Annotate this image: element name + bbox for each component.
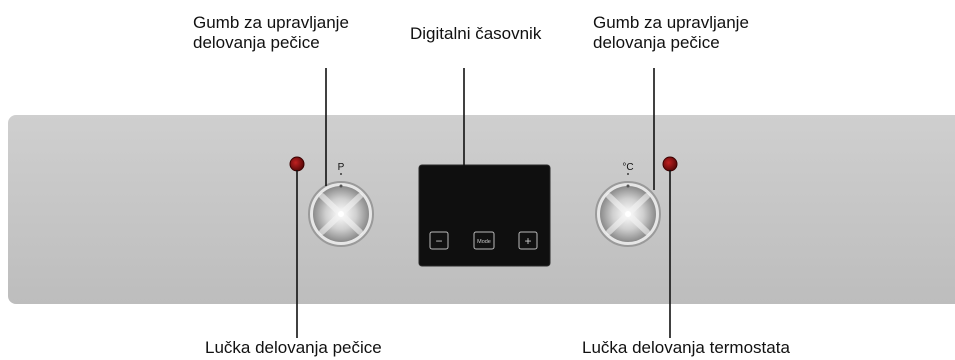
label-right-knob-line1: Gumb za upravljanje	[593, 13, 749, 32]
label-timer: Digitalni časovnik	[410, 24, 542, 43]
left-knob-symbol: P	[338, 162, 345, 173]
left-indicator-lamp	[289, 156, 305, 172]
timer-mode-button[interactable]: Mode	[473, 231, 495, 250]
timer-minus-button[interactable]: −	[429, 231, 449, 250]
right-knob-symbol: °C	[622, 162, 633, 173]
right-knob-marker-dot	[627, 173, 629, 175]
timer-plus-button[interactable]: +	[518, 231, 538, 250]
left-knob-marker-dot	[340, 173, 342, 175]
svg-text:Mode: Mode	[477, 239, 491, 245]
svg-text:+: +	[524, 234, 531, 248]
left-control-knob[interactable]	[308, 181, 374, 247]
label-left-lamp: Lučka delovanja pečice	[205, 338, 382, 357]
label-right-knob-line2: delovanja pečice	[593, 33, 720, 52]
label-left-knob-line1: Gumb za upravljanje	[193, 13, 349, 32]
svg-text:−: −	[435, 234, 442, 248]
label-right-lamp: Lučka delovanja termostata	[582, 338, 790, 357]
label-left-knob: Gumb za upravljanje delovanja pečice	[193, 13, 349, 53]
timer-display	[418, 164, 551, 267]
right-control-knob[interactable]	[595, 181, 661, 247]
label-right-knob: Gumb za upravljanje delovanja pečice	[593, 13, 749, 53]
right-indicator-lamp	[662, 156, 678, 172]
label-left-knob-line2: delovanja pečice	[193, 33, 320, 52]
